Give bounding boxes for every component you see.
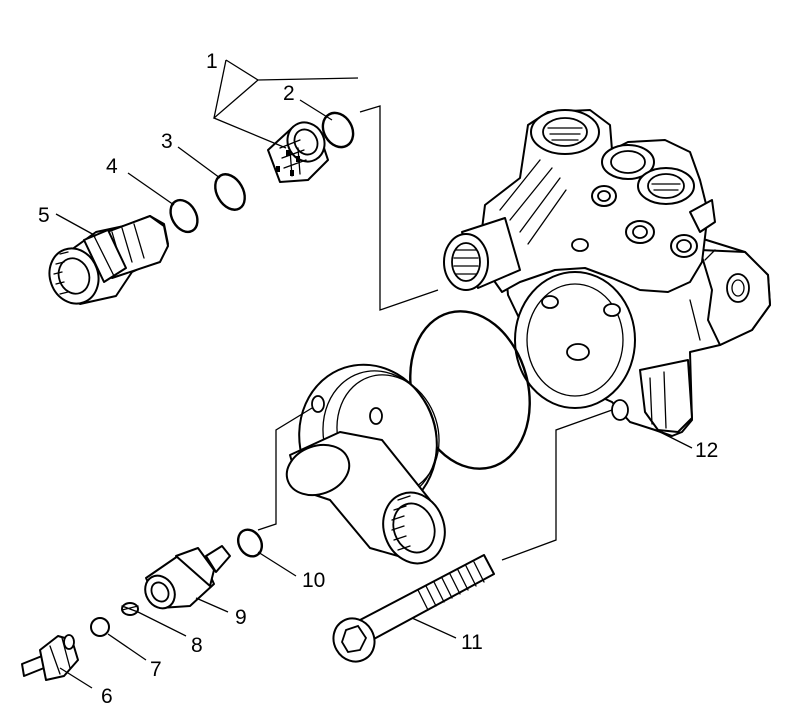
leader-6	[59, 667, 93, 689]
callout-6: 6	[101, 685, 113, 708]
callout-9: 9	[235, 606, 247, 629]
part-1-valve-cage	[267, 121, 329, 183]
leader-11	[411, 617, 457, 639]
leader-10-to-cover	[257, 407, 313, 531]
leader-1	[212, 59, 359, 149]
part-5-inlet-fitting	[48, 215, 169, 305]
leader-lines	[55, 59, 693, 689]
leader-8	[137, 611, 187, 637]
part-9-valve-housing	[144, 545, 231, 610]
leader-12	[659, 431, 693, 449]
callout-2: 2	[283, 82, 295, 105]
leader-2	[299, 99, 333, 121]
callout-7: 7	[150, 658, 162, 681]
part-12-pump-housing	[443, 109, 771, 437]
leader-3	[177, 146, 221, 179]
callout-1: 1	[206, 50, 218, 73]
part-10-o-ring	[236, 528, 264, 558]
leader-7	[107, 633, 147, 661]
part-6-nozzle-fitting	[21, 634, 79, 681]
callout-8: 8	[191, 634, 203, 657]
callout-labels: 1 2 3 4 5 6 7 8 9 10 11 12	[38, 50, 718, 708]
callout-3: 3	[161, 130, 173, 153]
leader-11-to-housing	[501, 409, 613, 561]
part-3-o-ring	[214, 173, 246, 211]
callout-5: 5	[38, 204, 50, 227]
part-7-valve-disc	[90, 617, 110, 637]
part-8-spring	[121, 602, 139, 616]
callout-4: 4	[106, 155, 118, 178]
callout-12: 12	[695, 439, 718, 462]
part-4-o-ring	[169, 198, 199, 234]
leader-10	[257, 551, 297, 577]
leader-assembly-to-housing	[359, 105, 439, 311]
callout-11: 11	[461, 631, 483, 654]
callout-10: 10	[302, 569, 325, 592]
leader-9	[195, 597, 229, 613]
leader-4	[127, 172, 175, 206]
part-2-o-ring	[321, 111, 355, 149]
leader-5	[55, 213, 97, 237]
pump-front-cover	[285, 363, 446, 565]
part-11-hex-socket-bolt	[332, 554, 495, 663]
